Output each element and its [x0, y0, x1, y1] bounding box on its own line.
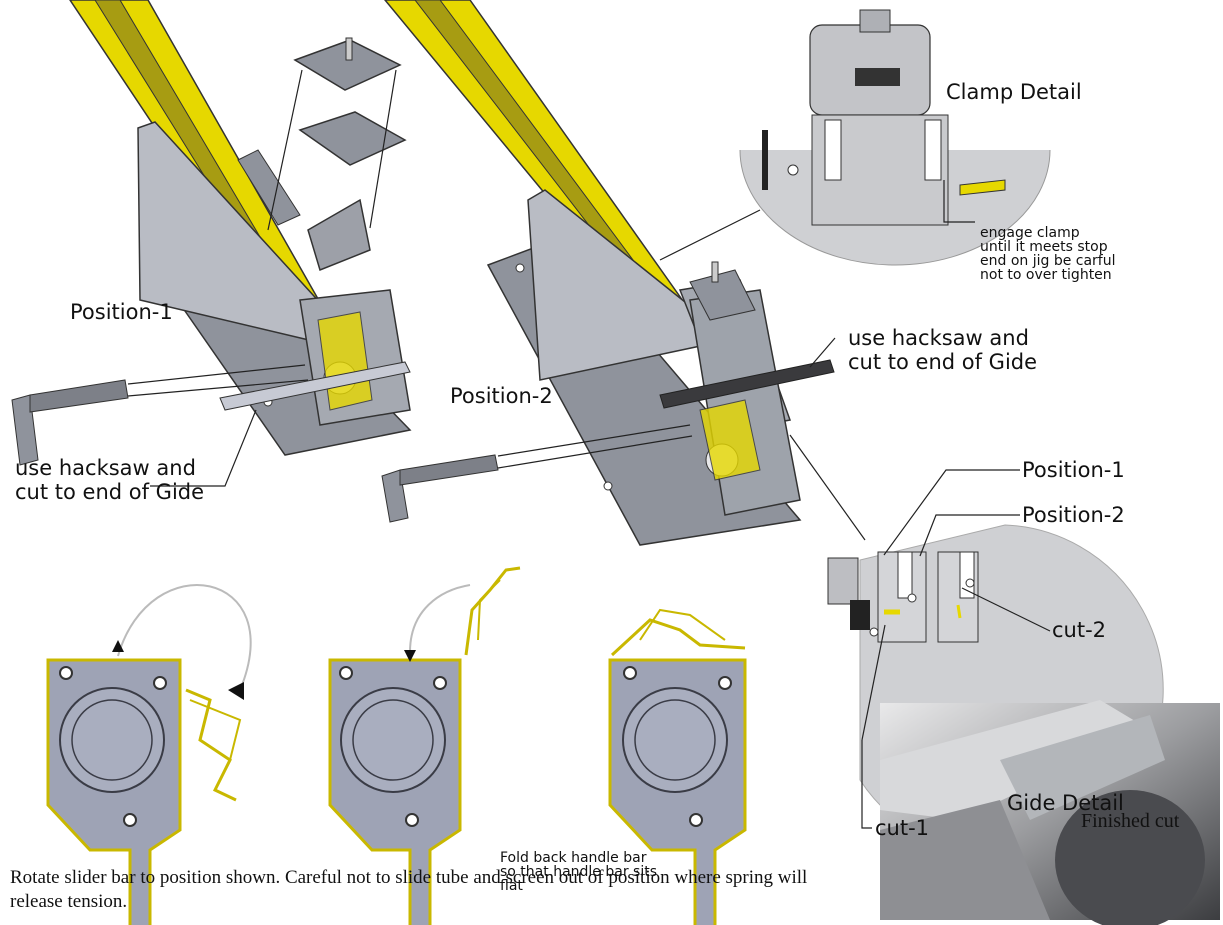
hacksaw-note-top: use hacksaw and cut to end of Gide [848, 326, 1038, 374]
finished-cut-title: Finished cut [1081, 810, 1180, 832]
instruction-caption: Rotate slider bar to position shown. Car… [10, 867, 808, 912]
position-1-label: Position-1 [70, 300, 173, 324]
clamp-detail [739, 9, 1051, 266]
clamp-detail-title: Clamp Detail [946, 80, 1082, 104]
cut-1-label: cut-1 [875, 816, 930, 840]
clamp-note: engage clamp until it meets stop end on … [980, 225, 1116, 283]
gide-position-2-label: Position-2 [1022, 503, 1125, 527]
fold-note: Fold back handle bar so that handle bar … [500, 850, 657, 894]
hacksaw-note-left: use hacksaw and cut to end of Gide [15, 456, 205, 504]
jig-position-2 [381, 0, 866, 546]
gide-detail-title: Gide Detail [1007, 791, 1124, 815]
profile-step-1 [46, 584, 252, 925]
finished-cut-photo [880, 700, 1220, 925]
position-2-label: Position-2 [450, 384, 553, 408]
cut-2-label: cut-2 [1052, 618, 1107, 642]
gide-position-1-label: Position-1 [1022, 458, 1125, 482]
jig-position-1 [11, 0, 412, 487]
profile-step-3 [608, 608, 747, 925]
profile-step-2 [328, 566, 521, 925]
